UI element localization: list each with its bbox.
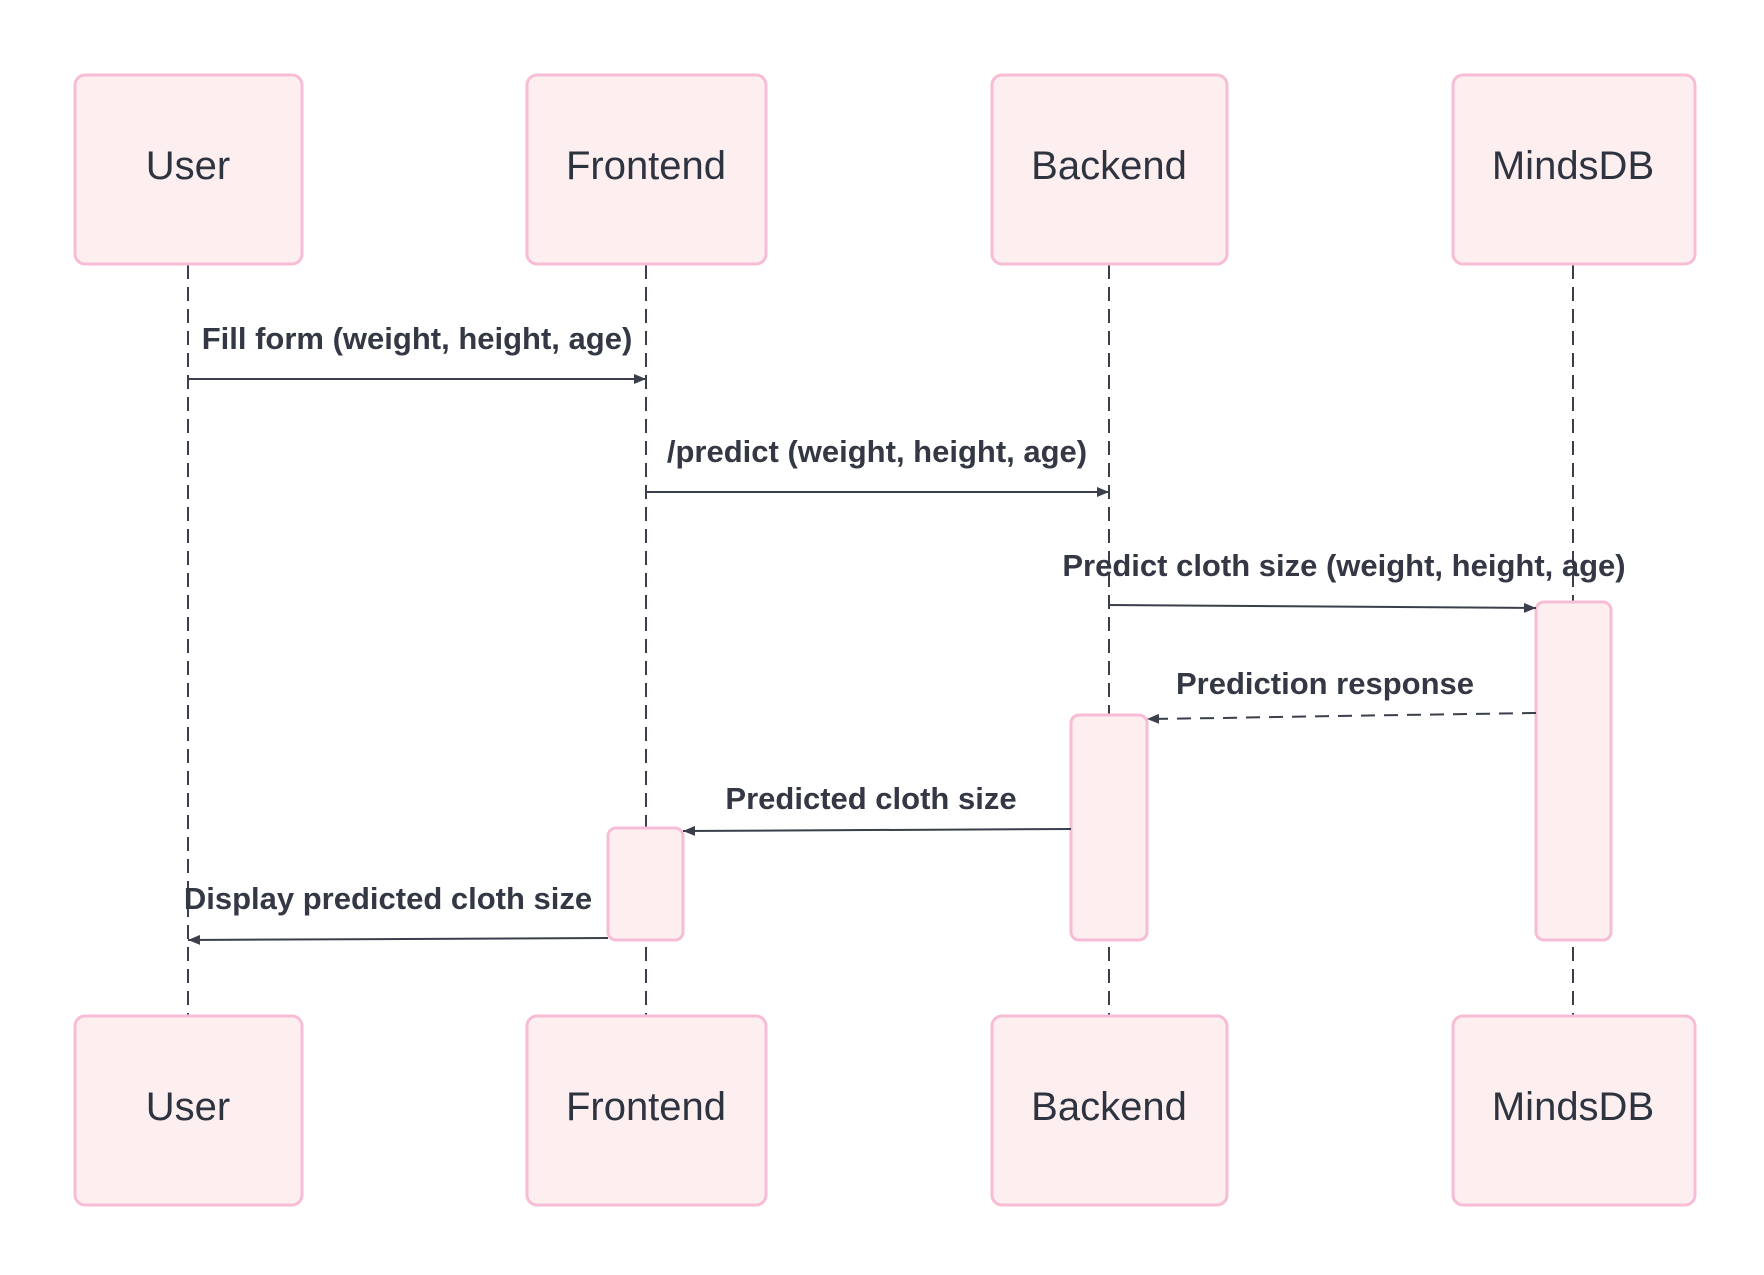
actor-user-top[interactable]: User	[73, 73, 304, 266]
actor-label: User	[146, 144, 230, 188]
message-label: /predict (weight, height, age)	[667, 434, 1087, 469]
actor-backend-top[interactable]: Backend	[990, 73, 1229, 266]
actor-user-bottom[interactable]: User	[73, 1014, 304, 1207]
actor-backend-bottom[interactable]: Backend	[990, 1014, 1229, 1207]
message-label: Display predicted cloth size	[184, 881, 592, 916]
message-prediction-response[interactable]: Prediction response	[1146, 666, 1537, 724]
message-predict-endpoint[interactable]: /predict (weight, height, age)	[646, 434, 1109, 497]
actor-label: User	[146, 1085, 230, 1129]
message-arrow	[1108, 602, 1537, 613]
actor-label: MindsDB	[1492, 144, 1654, 188]
message-label: Predict cloth size (weight, height, age)	[1062, 548, 1625, 583]
message-label: Prediction response	[1176, 666, 1474, 701]
actor-mindsdb-top[interactable]: MindsDB	[1451, 73, 1697, 266]
actor-mindsdb-bottom[interactable]: MindsDB	[1451, 1014, 1697, 1207]
actor-box	[525, 73, 768, 266]
actors-bottom: User Frontend Backend MindsDB	[73, 1014, 1697, 1207]
actor-label: MindsDB	[1492, 1085, 1654, 1129]
actor-box	[73, 1014, 304, 1207]
actor-box	[525, 1014, 768, 1207]
activation-bars	[606, 600, 1613, 942]
activation-frontend	[606, 826, 685, 942]
actor-frontend-top[interactable]: Frontend	[525, 73, 768, 266]
actor-label: Frontend	[566, 1085, 726, 1129]
actor-box	[990, 73, 1229, 266]
message-fill-form[interactable]: Fill form (weight, height, age)	[188, 321, 646, 384]
actor-frontend-bottom[interactable]: Frontend	[525, 1014, 768, 1207]
message-display-predicted-cloth-size[interactable]: Display predicted cloth size	[184, 881, 609, 945]
actor-box	[73, 73, 304, 266]
message-predicted-cloth-size[interactable]: Predicted cloth size	[682, 781, 1072, 836]
actor-label: Backend	[1031, 144, 1187, 188]
actor-label: Backend	[1031, 1085, 1187, 1129]
message-predict-cloth-size[interactable]: Predict cloth size (weight, height, age)	[1062, 548, 1626, 613]
activation-mindsdb	[1534, 600, 1613, 942]
actor-box	[990, 1014, 1229, 1207]
message-arrow	[682, 825, 1072, 836]
actor-label: Frontend	[566, 144, 726, 188]
message-label: Predicted cloth size	[725, 781, 1016, 816]
message-arrow	[1146, 712, 1537, 724]
actor-box	[1451, 1014, 1697, 1207]
activation-backend	[1069, 713, 1149, 942]
actors-top: User Frontend Backend MindsDB	[73, 73, 1697, 266]
messages: Fill form (weight, height, age) /predict…	[184, 321, 1626, 945]
message-label: Fill form (weight, height, age)	[202, 321, 633, 356]
message-arrow	[187, 934, 609, 945]
actor-box	[1451, 73, 1697, 266]
